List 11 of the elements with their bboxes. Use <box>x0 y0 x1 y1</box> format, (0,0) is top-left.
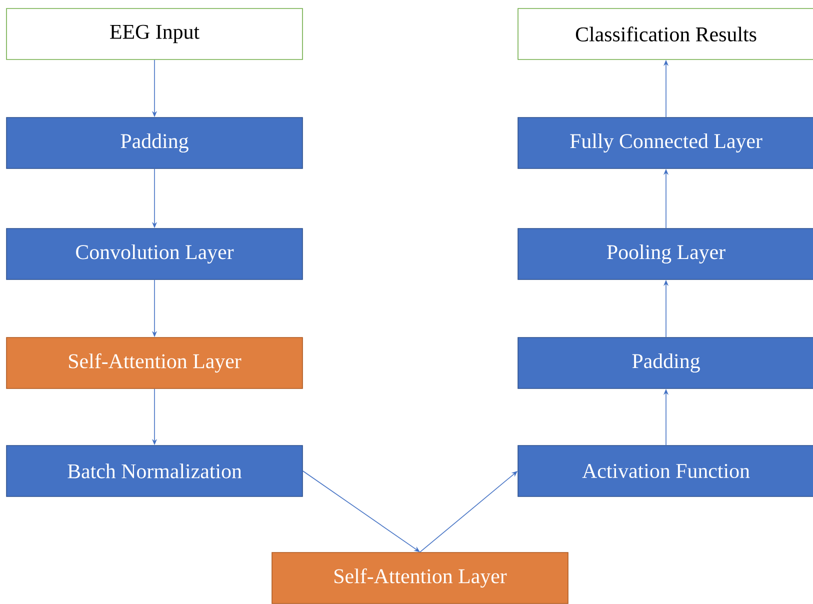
process-box: Convolution Layer <box>6 228 303 280</box>
attention-box: Self-Attention Layer <box>6 337 303 389</box>
process-box: Pooling Layer <box>518 228 813 280</box>
io-box: Classification Results <box>518 8 813 60</box>
process-box: Batch Normalization <box>6 445 303 497</box>
io-box: EEG Input <box>6 8 303 60</box>
process-box: Activation Function <box>518 445 813 497</box>
process-box: Padding <box>518 337 813 389</box>
process-box: Padding <box>6 117 303 169</box>
attention-box: Self-Attention Layer <box>272 552 568 604</box>
process-box: Fully Connected Layer <box>518 117 813 169</box>
